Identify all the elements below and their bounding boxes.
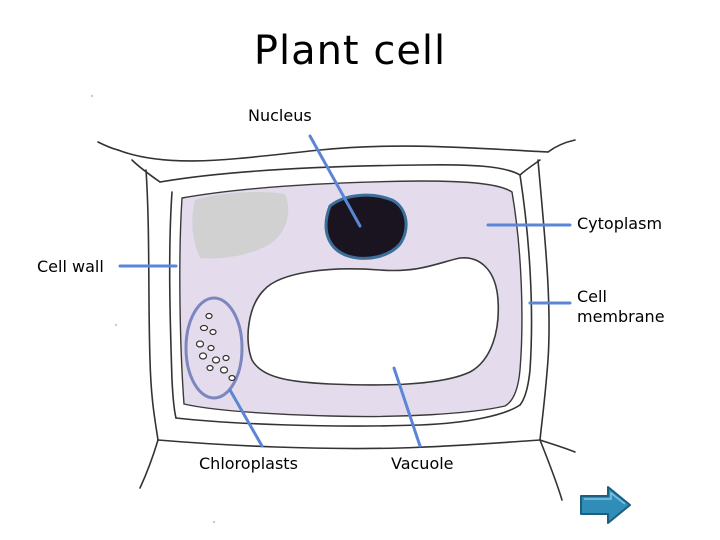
nucleus xyxy=(324,193,408,260)
cell-membrane-label: Cell membrane xyxy=(577,287,687,327)
pointer-lines xyxy=(118,134,572,448)
cell-wall-label: Cell wall xyxy=(37,257,104,276)
specks xyxy=(90,94,216,524)
next-button[interactable] xyxy=(578,484,634,526)
page-title: Plant cell xyxy=(253,28,447,74)
chloroplasts-pointer xyxy=(228,388,264,448)
cell-membrane-label-line1: Cell xyxy=(577,287,607,306)
right-arrow-icon xyxy=(580,486,631,524)
gray-patch xyxy=(192,192,289,259)
cell-membrane-label-line2: membrane xyxy=(577,307,665,326)
vacuole-label: Vacuole xyxy=(391,454,454,473)
vacuole-pointer xyxy=(392,366,422,448)
chloroplasts xyxy=(184,296,244,400)
cytoplasm-label: Cytoplasm xyxy=(577,214,663,233)
chloroplasts-label: Chloroplasts xyxy=(199,454,298,473)
nucleus-pointer xyxy=(308,134,362,228)
nucleus-label: Nucleus xyxy=(248,106,312,125)
vacuole xyxy=(247,257,500,386)
cell-wall xyxy=(97,139,576,501)
